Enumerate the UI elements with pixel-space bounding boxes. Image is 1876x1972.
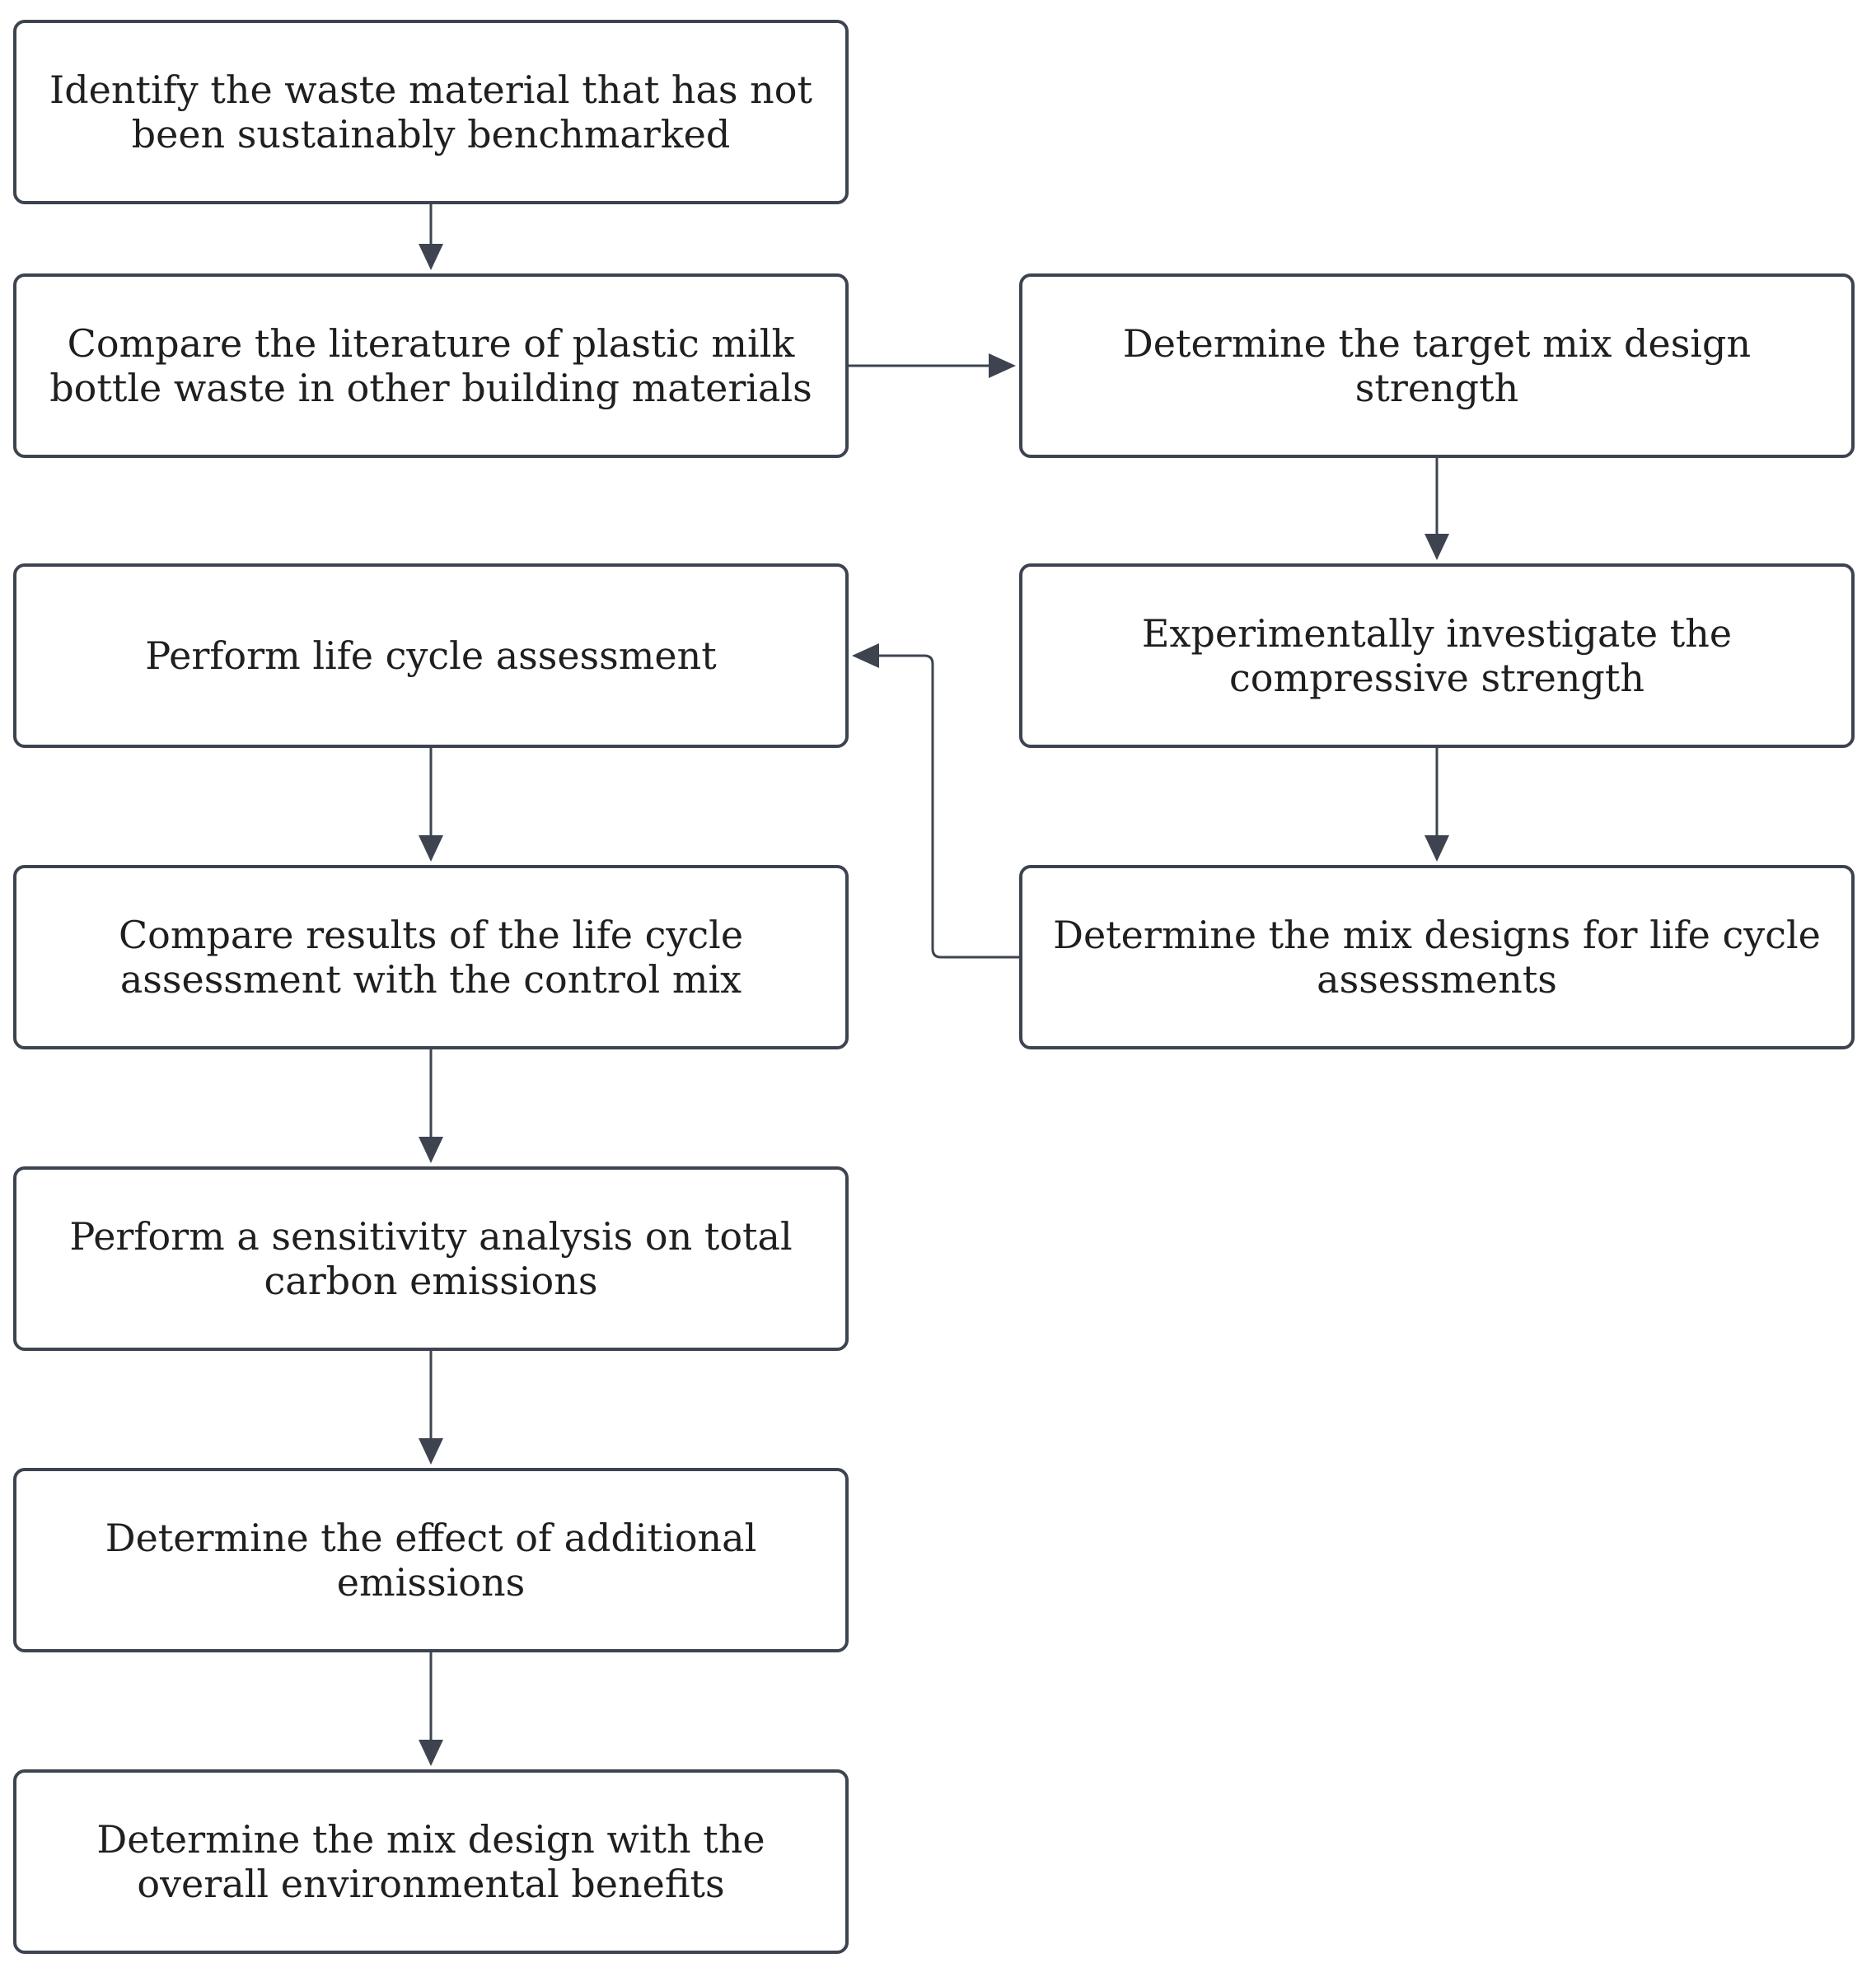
node-mix-designs-lca: Determine the mix designs for life cycle… — [1019, 865, 1855, 1049]
node-compare-results: Compare results of the life cycle assess… — [13, 865, 849, 1049]
arrowhead-icon — [989, 353, 1016, 378]
node-label: Compare the literature of plastic milk b… — [49, 321, 812, 410]
node-additional-emissions: Determine the effect of additional emiss… — [13, 1468, 849, 1652]
arrowhead-icon — [419, 244, 443, 270]
node-overall-benefits: Determine the mix design with the overal… — [13, 1769, 849, 1954]
node-identify-waste-material: Identify the waste material that has not… — [13, 20, 849, 204]
node-investigate-strength: Experimentally investigate the compressi… — [1019, 563, 1855, 748]
edge-mix-designs-lca-to-perform-lca — [875, 654, 1019, 959]
node-label: Compare results of the life cycle assess… — [118, 913, 744, 1002]
arrowhead-icon — [419, 1740, 443, 1766]
node-perform-lca: Perform life cycle assessment — [13, 563, 849, 748]
node-label: Determine the mix designs for life cycle… — [1053, 913, 1821, 1002]
arrowhead-icon — [419, 1438, 443, 1465]
node-compare-literature: Compare the literature of plastic milk b… — [13, 273, 849, 458]
node-target-strength: Determine the target mix design strength — [1019, 273, 1855, 458]
node-label: Determine the effect of additional emiss… — [105, 1516, 757, 1605]
node-label: Determine the target mix design strength — [1122, 321, 1752, 410]
node-label: Perform a sensitivity analysis on total … — [69, 1214, 793, 1303]
node-sensitivity-analysis: Perform a sensitivity analysis on total … — [13, 1166, 849, 1351]
arrowhead-icon — [1425, 835, 1449, 862]
arrowhead-icon — [1425, 534, 1449, 560]
arrowhead-icon — [852, 643, 879, 668]
arrowhead-icon — [419, 1137, 443, 1163]
node-label: Determine the mix design with the overal… — [96, 1817, 765, 1906]
arrowhead-icon — [419, 835, 443, 862]
node-label: Perform life cycle assessment — [145, 633, 717, 678]
node-label: Experimentally investigate the compressi… — [1141, 611, 1733, 700]
node-label: Identify the waste material that has not… — [49, 68, 812, 157]
